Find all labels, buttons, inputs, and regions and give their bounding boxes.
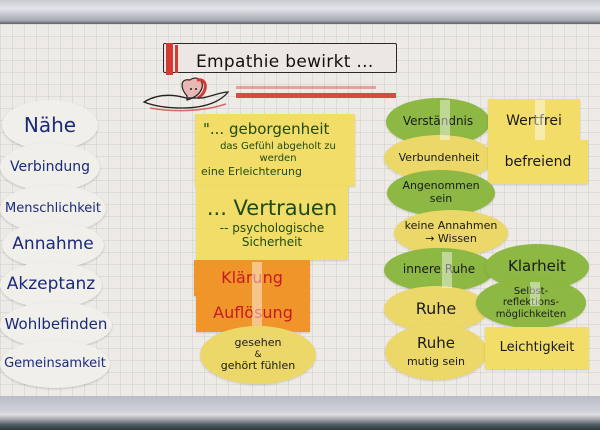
card-label: Menschlichkeit [5, 200, 101, 216]
card-text: Ruhe [417, 334, 455, 353]
card-text: eine Erleichterung [201, 165, 302, 179]
card-text: Selbst- [513, 285, 549, 297]
adhesive-tape [252, 262, 262, 330]
card-label: Klärung [221, 267, 283, 287]
card-annahme: Annahme [2, 222, 104, 268]
card-label: Wertfrei [506, 112, 562, 129]
card-vertrauen: ... Vertrauen -- psychologische Sicherhe… [196, 186, 348, 260]
card-verbindung: Verbindung [0, 143, 100, 191]
card-text: Sicherheit [241, 235, 303, 250]
card-innere-ruhe: innere Ruhe [384, 248, 494, 292]
adhesive-tape [530, 282, 540, 306]
card-aufloesung: Auflösung [196, 294, 310, 332]
card-ruhe-mutig-sein: Ruhe mutig sein [385, 324, 487, 380]
title-red-underline [236, 93, 396, 98]
card-label: Annahme [12, 234, 94, 255]
card-text: reflektions- [502, 297, 560, 309]
card-text: gehört fühlen [220, 359, 296, 373]
card-text: sein [429, 192, 453, 205]
card-label: Gemeinsamkeit [4, 355, 106, 371]
card-geborgenheit: "... geborgenheit das Gefühl abgeholt zu… [195, 114, 355, 186]
adhesive-tape [440, 100, 450, 140]
title-red-underline [236, 86, 376, 89]
card-text: das Gefühl abgeholt zu werden [220, 141, 336, 164]
card-klaerung: Klärung [194, 260, 310, 296]
card-label: Verbundenheit [398, 150, 480, 164]
card-naehe: Nähe [2, 100, 98, 150]
card-text: -- psychologische [219, 221, 325, 236]
card-gemeinsamkeit: Gemeinsamkeit [0, 340, 110, 388]
card-label: Verbindung [9, 158, 91, 175]
card-label: Auflösung [213, 302, 293, 322]
card-gesehen-gehoert: gesehen & gehört fühlen [200, 326, 316, 384]
card-leichtigkeit: Leichtigkeit [485, 327, 589, 369]
heart-in-hand-icon [142, 77, 230, 112]
card-label: Verständnis [402, 114, 474, 129]
adhesive-tape [535, 100, 545, 140]
card-label: Akzeptanz [6, 274, 96, 295]
card-label: Klarheit [508, 257, 566, 276]
title-box [163, 43, 397, 73]
adhesive-tape [442, 252, 452, 288]
card-heading: "... geborgenheit [203, 120, 330, 139]
card-label: Wohlbefinden [4, 315, 108, 334]
card-text: gesehen [234, 336, 282, 350]
card-akzeptanz: Akzeptanz [0, 262, 102, 308]
card-text: & [254, 349, 262, 360]
card-selbstreflektion: Selbst- reflektions- möglichkeiten [476, 278, 586, 328]
card-label: Nähe [23, 112, 77, 137]
card-wertfrei: Wertfrei [488, 99, 580, 143]
card-text: keine Annahmen [404, 219, 498, 233]
whiteboard-marker-tray [0, 396, 600, 430]
card-heading: ... Vertrauen [206, 196, 338, 221]
card-befreiend: befreiend [488, 140, 588, 184]
card-angenommen-sein: Angenommen sein [387, 170, 495, 216]
title-red-accent [166, 43, 173, 75]
whiteboard-top-frame [0, 0, 600, 24]
card-text: möglichkeiten [495, 308, 567, 320]
title-red-accent [175, 45, 178, 73]
card-label: Ruhe [415, 298, 457, 318]
card-text: → Wissen [425, 232, 477, 245]
page-title: Empathie bewirkt ... [196, 52, 374, 72]
card-label: Leichtigkeit [499, 339, 575, 355]
card-label: innere Ruhe [402, 262, 476, 277]
card-text: mutig sein [406, 355, 466, 369]
card-label: befreiend [504, 153, 572, 170]
card-text: Angenommen [402, 179, 480, 193]
